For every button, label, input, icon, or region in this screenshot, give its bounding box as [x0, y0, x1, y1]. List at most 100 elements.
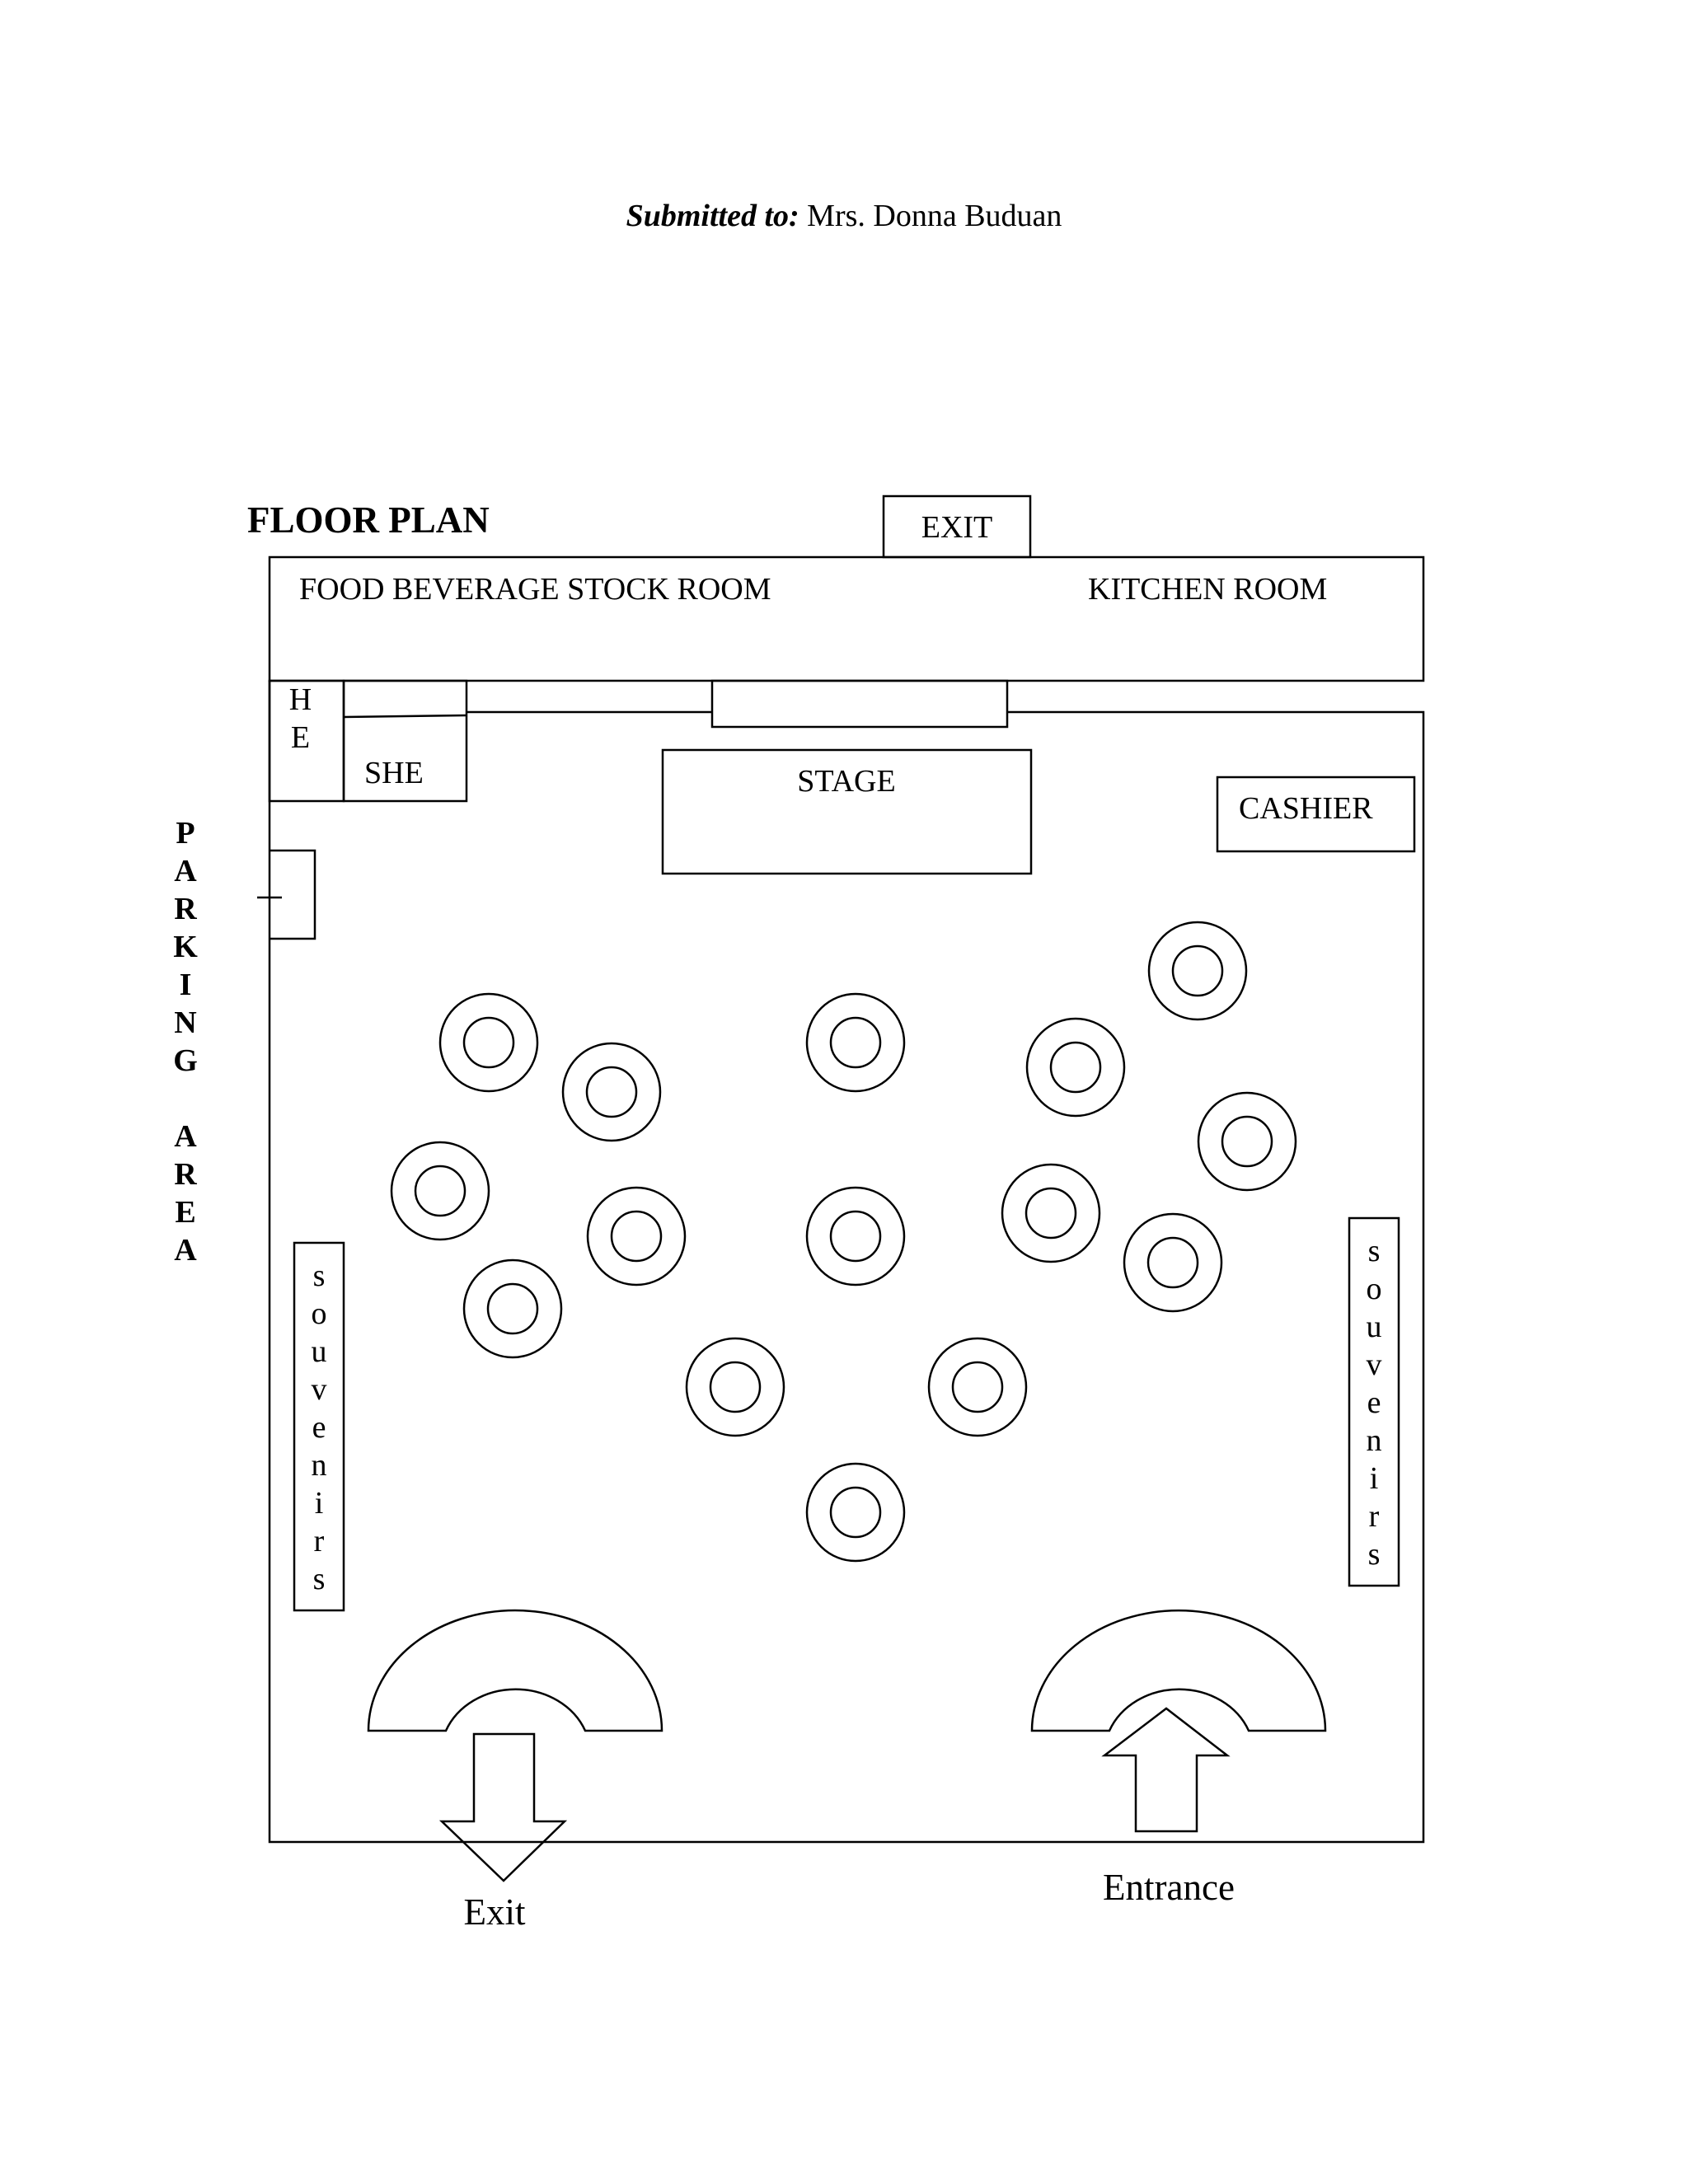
she-label: SHE: [364, 756, 424, 790]
souvenir-letter: r: [313, 1524, 325, 1558]
he-letter: H: [288, 682, 312, 717]
souvenir-booth-right: [1348, 1216, 1400, 1587]
table-inner-ring: [486, 1282, 539, 1335]
parking-letter: K: [173, 930, 198, 964]
round-table: [586, 1186, 687, 1286]
bottom-exit-label: Exit: [464, 1891, 526, 1933]
table-inner-ring: [829, 1210, 882, 1263]
parking-letter: N: [174, 1005, 197, 1040]
souvenir-letter: i: [314, 1486, 324, 1521]
restroom-divider: [343, 714, 467, 719]
table-inner-ring: [414, 1165, 467, 1217]
round-table: [462, 1258, 563, 1359]
table-inner-ring: [829, 1486, 882, 1539]
souvenir-letter: n: [311, 1448, 327, 1483]
table-inner-ring: [585, 1066, 638, 1118]
souvenir-letter: o: [1366, 1272, 1382, 1306]
round-table: [685, 1337, 785, 1437]
exit-arch-counter: [367, 1609, 663, 1732]
he-letter: E: [290, 720, 311, 755]
table-inner-ring: [1221, 1115, 1273, 1168]
serving-counter: [710, 679, 1009, 729]
round-table: [1147, 921, 1248, 1021]
table-inner-ring: [951, 1361, 1004, 1413]
souvenir-letter: r: [1368, 1499, 1380, 1534]
parking-letter: R: [174, 892, 197, 926]
table-outer-ring: [438, 992, 539, 1093]
round-table: [438, 992, 539, 1093]
souvenir-letter: u: [1366, 1310, 1382, 1344]
round-table: [561, 1042, 662, 1142]
table-inner-ring: [610, 1210, 663, 1263]
souvenir-letter: e: [1367, 1385, 1381, 1420]
souvenir-letter: i: [1369, 1461, 1379, 1496]
tables-group: [390, 921, 1297, 1563]
round-table: [805, 992, 906, 1093]
parking-letter: A: [174, 1233, 197, 1268]
submitted-to-line: Submitted to: Mrs. Donna Buduan: [0, 198, 1688, 234]
parking-letter: A: [174, 854, 197, 888]
table-outer-ring: [685, 1337, 785, 1437]
parking-letter: A: [174, 1119, 197, 1154]
souvenir-letter: o: [311, 1296, 327, 1331]
souvenir-letter: v: [311, 1372, 327, 1407]
parking-letter: P: [176, 816, 195, 851]
parking-letter: G: [173, 1043, 198, 1078]
side-door: [270, 849, 316, 940]
cashier-label: CASHIER: [1239, 791, 1373, 826]
table-outer-ring: [462, 1258, 563, 1359]
entrance-arch-counter: [1030, 1609, 1327, 1732]
round-table: [927, 1337, 1028, 1437]
submitted-to-name: Mrs. Donna Buduan: [807, 199, 1062, 233]
parking-letter: I: [179, 968, 192, 1002]
souvenir-letter: s: [312, 1562, 326, 1596]
table-inner-ring: [1049, 1041, 1102, 1094]
souvenir-letter: n: [1366, 1423, 1382, 1458]
round-table: [390, 1141, 490, 1241]
table-inner-ring: [829, 1016, 882, 1069]
parking-letter: R: [174, 1157, 197, 1192]
table-outer-ring: [1123, 1212, 1223, 1313]
souvenir-booth-left: [293, 1241, 345, 1612]
table-outer-ring: [805, 1186, 906, 1286]
round-table: [1001, 1163, 1101, 1263]
entrance-label: Entrance: [1103, 1867, 1235, 1908]
main-hall-wall: [268, 681, 1425, 1844]
table-outer-ring: [927, 1337, 1028, 1437]
round-table: [1123, 1212, 1223, 1313]
table-inner-ring: [1146, 1236, 1199, 1289]
table-outer-ring: [1147, 921, 1248, 1021]
round-table: [1025, 1017, 1126, 1118]
table-inner-ring: [1171, 944, 1224, 997]
entrance-arrow: [1101, 1707, 1231, 1833]
floor-plan-title: FLOOR PLAN: [247, 499, 490, 541]
souvenir-letter: s: [1367, 1234, 1381, 1268]
round-table: [805, 1186, 906, 1286]
round-table: [805, 1462, 906, 1563]
table-inner-ring: [1025, 1187, 1077, 1240]
table-outer-ring: [1197, 1091, 1297, 1192]
submitted-to-label: Submitted to:: [626, 199, 799, 233]
table-outer-ring: [1025, 1017, 1126, 1118]
stage-label: STAGE: [797, 764, 895, 799]
souvenir-letter: s: [1367, 1537, 1381, 1572]
table-outer-ring: [561, 1042, 662, 1142]
souvenir-letter: u: [311, 1334, 327, 1369]
parking-letter: [165, 1080, 206, 1118]
table-outer-ring: [1001, 1163, 1101, 1263]
table-outer-ring: [390, 1141, 490, 1241]
table-inner-ring: [462, 1016, 515, 1069]
parking-letter: E: [175, 1195, 196, 1230]
souvenir-letter: v: [1366, 1347, 1382, 1382]
top-exit-label: EXIT: [921, 510, 993, 545]
table-outer-ring: [805, 992, 906, 1093]
cashier-booth: [1216, 776, 1416, 853]
table-outer-ring: [586, 1186, 687, 1286]
round-table: [1197, 1091, 1297, 1192]
table-outer-ring: [805, 1462, 906, 1563]
